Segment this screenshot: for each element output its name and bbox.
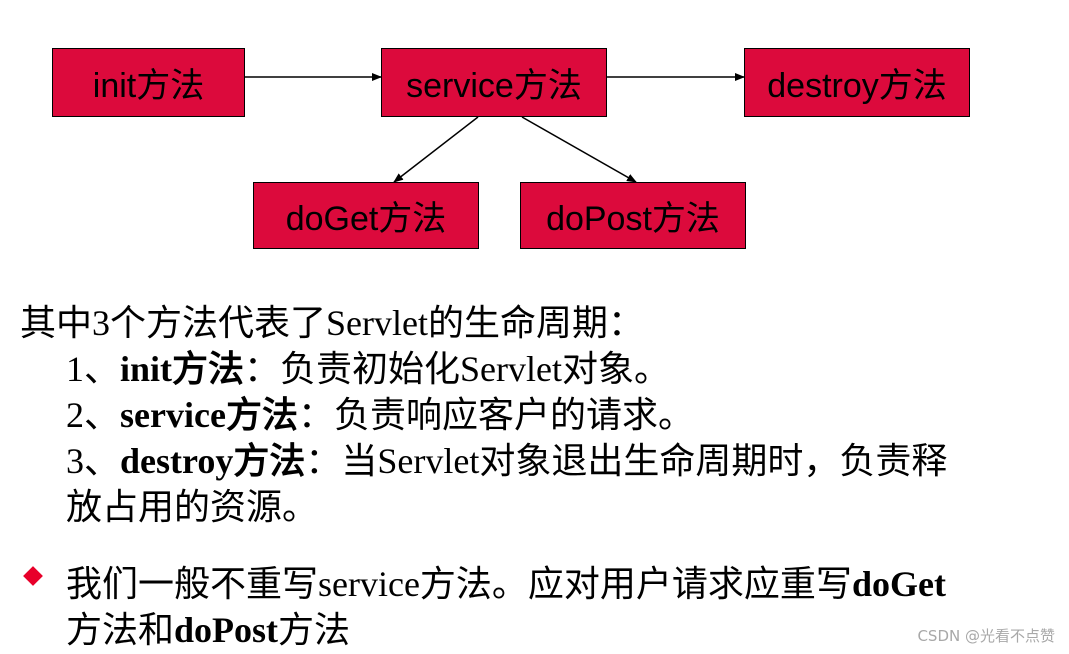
- dopost-method-box: doPost方法: [520, 182, 746, 249]
- doget-method-box: doGet方法: [253, 182, 479, 249]
- item-2-num: 2、: [66, 395, 121, 435]
- item-1-num: 1、: [66, 349, 121, 389]
- intro-text: 其中3个方法代表了Servlet的生命周期：: [20, 300, 644, 346]
- item-3-continuation: 放占用的资源。: [66, 484, 318, 530]
- item-3-desc: ：当Servlet对象退出生命周期时，负责释: [305, 441, 948, 481]
- arrow-service-to-doget: [393, 116, 479, 183]
- note-part-1: 我们一般不重写service方法。应对用户请求应重写: [66, 564, 852, 604]
- doget-method-label: doGet方法: [285, 200, 447, 238]
- dopost-method-label: doPost方法: [546, 200, 720, 238]
- init-method-label: init方法: [92, 67, 205, 105]
- note-part-3: 方法: [278, 610, 351, 650]
- note-part-2: 方法和: [66, 610, 175, 650]
- note-dopost: doPost: [174, 610, 279, 650]
- item-2-name: service方法: [120, 395, 298, 435]
- destroy-method-box: destroy方法: [744, 48, 970, 117]
- note-line-2: 方法和doPost方法: [66, 607, 350, 653]
- item-1-name: init方法: [120, 349, 245, 389]
- item-1-desc: ：负责初始化Servlet对象。: [244, 349, 671, 389]
- watermark: CSDN @光看不点赞: [917, 627, 1055, 645]
- item-3-num: 3、: [66, 441, 121, 481]
- note-doget: doGet: [851, 564, 946, 604]
- init-method-box: init方法: [52, 48, 245, 117]
- item-1: 1、init方法：负责初始化Servlet对象。: [66, 346, 670, 392]
- item-2-desc: ：负责响应客户的请求。: [297, 395, 694, 435]
- intro-line: 其中3个方法代表了Servlet的生命周期：: [20, 303, 644, 343]
- note-line-1: 我们一般不重写service方法。应对用户请求应重写doGet: [66, 561, 946, 607]
- item-2: 2、service方法：负责响应客户的请求。: [66, 392, 694, 438]
- destroy-method-label: destroy方法: [767, 67, 947, 105]
- item-3-desc-cont: 放占用的资源。: [66, 487, 319, 527]
- item-3-name: destroy方法: [120, 441, 306, 481]
- service-method-label: service方法: [406, 67, 582, 105]
- arrow-service-to-dopost: [521, 116, 637, 183]
- service-method-box: service方法: [381, 48, 607, 117]
- item-3: 3、destroy方法：当Servlet对象退出生命周期时，负责释: [66, 438, 947, 484]
